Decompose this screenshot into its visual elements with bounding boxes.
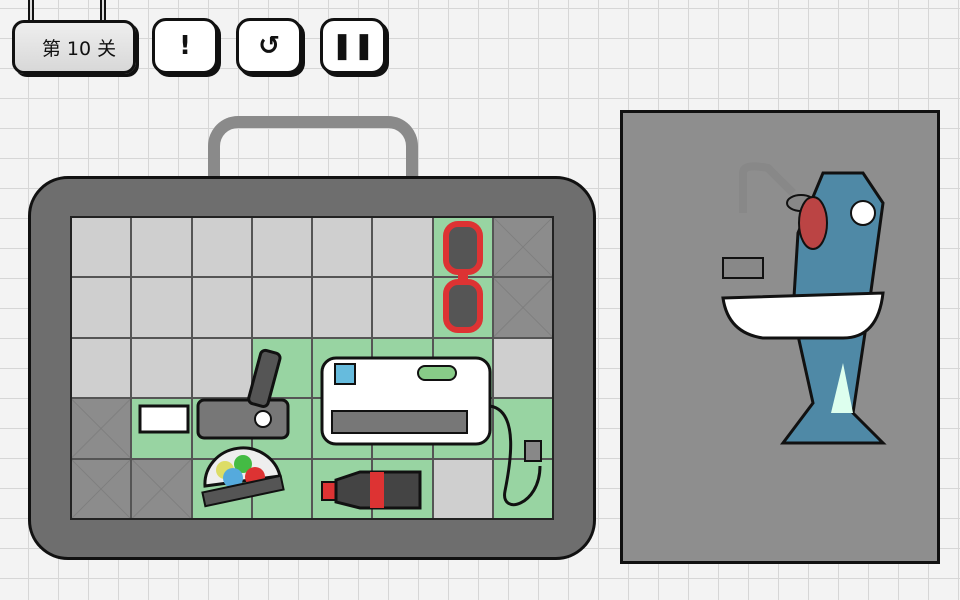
hanger-rope — [28, 0, 34, 22]
exclamation-icon: ! — [179, 31, 191, 61]
target-board — [620, 110, 940, 564]
empty-cell[interactable] — [132, 278, 191, 337]
empty-cell[interactable] — [252, 218, 311, 277]
empty-cell[interactable] — [132, 218, 191, 277]
empty-cell[interactable] — [433, 459, 492, 518]
blocked-cell — [72, 459, 131, 518]
gumball-dome[interactable] — [201, 446, 285, 508]
hanger-rope — [100, 0, 106, 22]
printer[interactable] — [320, 356, 542, 507]
empty-cell[interactable] — [313, 278, 372, 337]
blocked-cell — [132, 459, 191, 518]
shark-in-bathtub-illustration — [721, 162, 887, 445]
blocked-cell — [493, 218, 552, 277]
empty-cell[interactable] — [252, 278, 311, 337]
sunglasses[interactable] — [443, 221, 483, 333]
empty-cell[interactable] — [72, 218, 131, 277]
pause-button[interactable]: ❚❚ — [320, 18, 386, 74]
camcorder[interactable] — [138, 348, 290, 440]
restart-icon: ↺ — [258, 31, 280, 61]
items-layer — [138, 221, 542, 510]
suitcase-handle — [208, 116, 418, 186]
blocked-cell — [493, 278, 552, 337]
pause-icon: ❚❚ — [331, 31, 375, 61]
restart-button[interactable]: ↺ — [236, 18, 302, 74]
packing-grid[interactable] — [70, 216, 554, 520]
cola-bottle[interactable] — [321, 470, 422, 510]
empty-cell[interactable] — [493, 338, 552, 398]
empty-cell[interactable] — [72, 278, 131, 337]
occupied-cell[interactable] — [493, 399, 552, 458]
empty-cell[interactable] — [373, 218, 432, 277]
occupied-cell[interactable] — [493, 459, 552, 518]
level-sign: 第 10 关 — [12, 20, 136, 74]
empty-cell[interactable] — [132, 338, 191, 398]
empty-cell[interactable] — [192, 218, 251, 277]
empty-cell[interactable] — [72, 338, 131, 398]
hint-button[interactable]: ! — [152, 18, 218, 74]
level-label: 第 10 关 — [41, 37, 117, 60]
blocked-cell — [72, 399, 131, 458]
empty-cell[interactable] — [192, 278, 251, 337]
empty-cell[interactable] — [192, 338, 251, 398]
empty-cell[interactable] — [373, 278, 432, 337]
empty-cell[interactable] — [313, 218, 372, 277]
